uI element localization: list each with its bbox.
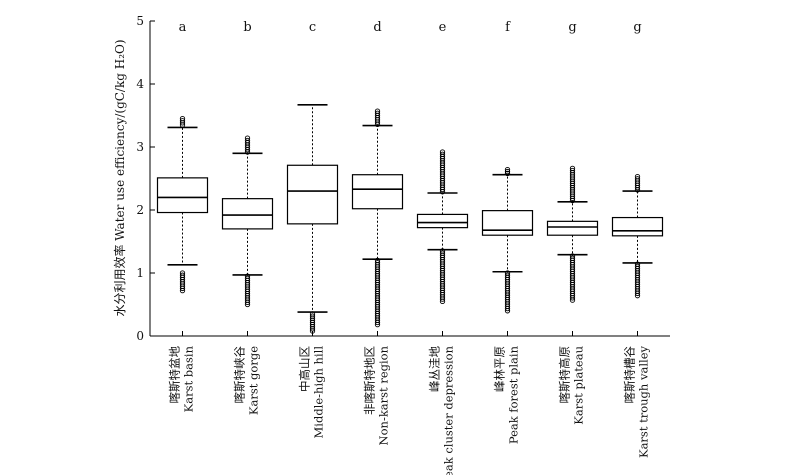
outlier-point-low — [504, 305, 511, 312]
outlier-point-low — [179, 285, 186, 292]
category-label-zh: 喀斯特峡谷 — [233, 346, 247, 404]
category-label-zh: 中高山区 — [298, 346, 312, 392]
box-group — [481, 167, 534, 314]
category-label-en: Karst gorge — [247, 346, 261, 415]
significance-letter: c — [309, 20, 316, 35]
category-label-zh: 喀斯特槽谷 — [623, 346, 637, 404]
y-tick-label: 0 — [136, 329, 144, 343]
outlier-point-low — [309, 328, 316, 334]
outlier-point-low — [634, 290, 641, 297]
category-label-en: Karst trough valley — [637, 346, 651, 459]
category-label-en: Karst basin — [182, 345, 196, 412]
outlier-point-high — [504, 167, 511, 173]
significance-letter: d — [373, 20, 381, 35]
outlier-point-high — [244, 147, 251, 153]
outlier-point-high — [374, 121, 381, 127]
y-axis-label: 水分利用效率 Water use efficiency/(gC/kg H₂O) — [112, 39, 127, 316]
outlier-point-low — [374, 322, 381, 328]
category-label-zh: 峰丛洼地 — [428, 346, 442, 392]
category-label-en: Peak cluster depression — [442, 345, 456, 475]
iqr-box — [546, 220, 599, 236]
outlier-point-high — [179, 120, 186, 126]
y-tick-label: 2 — [136, 203, 144, 217]
outlier-point-high — [504, 168, 511, 175]
outlier-point-low — [179, 287, 186, 294]
outlier-point-low — [634, 293, 641, 299]
y-tick-label: 4 — [136, 77, 144, 91]
box-group — [351, 108, 404, 328]
category-label-zh: 喀斯特盆地 — [168, 346, 182, 404]
axes: 0 1 2 3 4 5 — [136, 14, 670, 343]
significance-letter: g — [633, 20, 641, 35]
y-tick-label: 1 — [136, 266, 144, 280]
iqr-box — [286, 164, 339, 225]
outlier-point-high — [569, 195, 576, 202]
category-label-en: Karst plateau — [572, 346, 586, 425]
outlier-point-low — [439, 298, 446, 304]
y-tick-label: 3 — [136, 140, 144, 154]
box-group — [416, 149, 469, 304]
boxes — [156, 103, 664, 334]
outlier-point-high — [439, 189, 446, 195]
box-group — [546, 165, 599, 303]
outlier-point-low — [439, 296, 446, 302]
iqr-box — [481, 210, 534, 236]
outlier-point-high — [634, 184, 641, 191]
outlier-point-high — [504, 170, 511, 177]
iqr-box — [351, 174, 404, 210]
outlier-point-high — [634, 187, 641, 193]
category-label-zh: 非喀斯特地区 — [363, 346, 377, 415]
box-group — [611, 173, 664, 299]
outlier-point-low — [569, 297, 576, 303]
iqr-box — [416, 213, 469, 229]
iqr-box — [221, 198, 274, 230]
significance-letter: f — [505, 20, 511, 35]
outlier-point-high — [179, 122, 186, 128]
outlier-point-low — [504, 308, 511, 314]
category-label-en: Peak forest plain — [507, 345, 521, 444]
category-label-en: Middle-high hill — [312, 346, 326, 439]
outlier-point-low — [309, 326, 316, 332]
outlier-point-high — [439, 186, 446, 193]
box-group — [221, 135, 274, 308]
significance-letter: e — [439, 20, 447, 35]
outlier-point-low — [244, 299, 251, 305]
category-label-zh: 喀斯特高原 — [558, 346, 572, 404]
box-group — [156, 116, 209, 294]
y-tick-label: 5 — [136, 14, 144, 28]
significance-letter: g — [568, 20, 576, 35]
outlier-point-high — [569, 197, 576, 204]
iqr-box — [156, 177, 209, 214]
outlier-point-high — [244, 149, 251, 155]
significance-letter: a — [179, 20, 187, 35]
outlier-point-low — [374, 319, 381, 326]
outlier-point-low — [244, 301, 251, 308]
outlier-point-low — [569, 295, 576, 301]
outlier-point-high — [374, 119, 381, 125]
box-group — [286, 103, 339, 334]
iqr-box — [611, 216, 664, 237]
category-label-zh: 峰林平原 — [493, 346, 507, 392]
significance-letter: b — [243, 20, 251, 35]
category-label-en: Non-karst region — [377, 345, 391, 445]
